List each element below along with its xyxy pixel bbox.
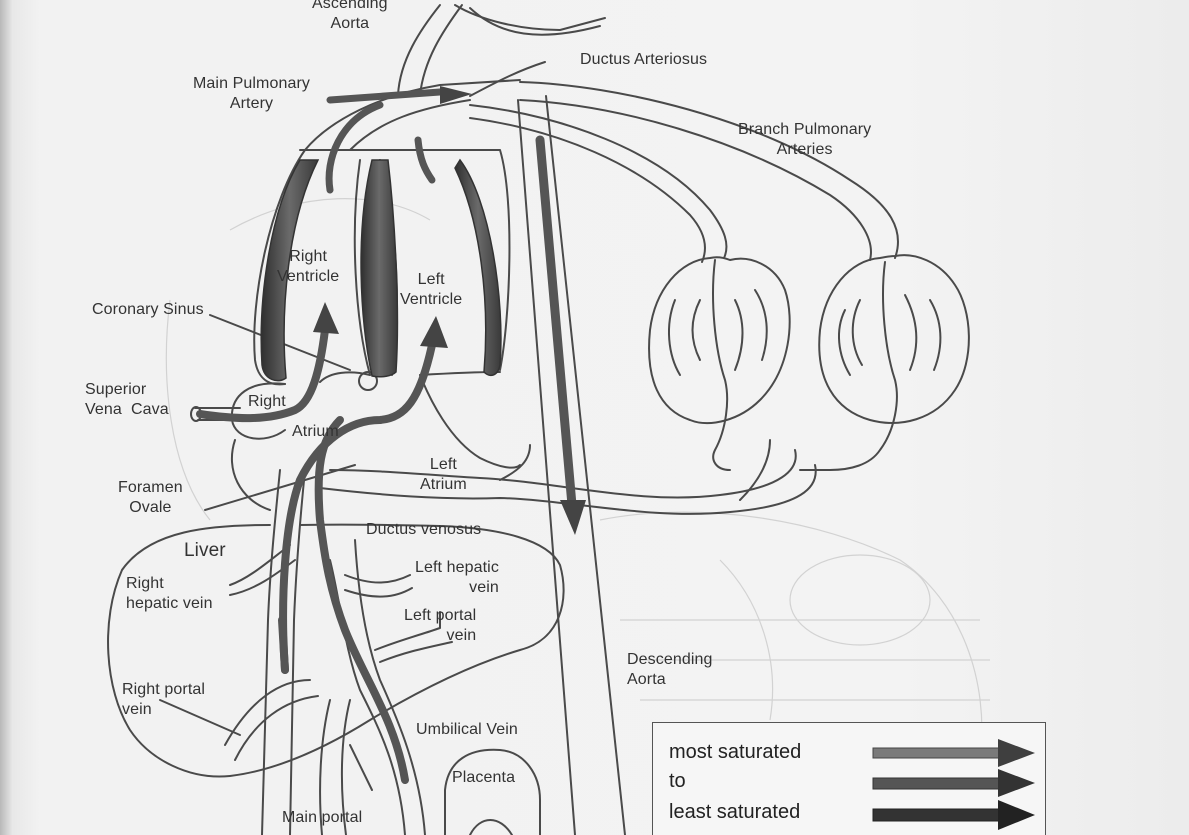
label-foramen-ovale: Foramen Ovale bbox=[118, 478, 183, 518]
label-descending-aorta: Descending Aorta bbox=[627, 650, 713, 690]
label-left-ventricle: Left Ventricle bbox=[400, 270, 462, 310]
label-branch-pulmonary-arteries: Branch Pulmonary Arteries bbox=[738, 120, 871, 160]
ductus-venosus bbox=[330, 560, 405, 835]
branch-pulmonary-artery bbox=[520, 82, 898, 258]
label-placenta: Placenta bbox=[452, 768, 515, 788]
legend-arrow-least-saturated bbox=[873, 809, 1003, 821]
label-right-portal-vein: Right portal vein bbox=[122, 680, 205, 720]
label-main-portal: Main portal bbox=[282, 808, 362, 828]
legend-arrowhead-2 bbox=[998, 769, 1035, 797]
label-ascending-aorta: Ascending Aorta bbox=[312, 0, 388, 34]
saturation-legend: most saturated to least saturated bbox=[652, 722, 1046, 835]
label-left-hepatic-vein: Left hepatic vein bbox=[415, 558, 499, 598]
label-right-ventricle: Right Ventricle bbox=[277, 247, 339, 287]
legend-arrow-most-saturated bbox=[873, 748, 1003, 758]
label-superior-vena-cava: Superior Vena Cava bbox=[85, 380, 169, 420]
label-right-atrium-1: Right bbox=[248, 392, 286, 412]
legend-arrows bbox=[653, 723, 1045, 835]
left-lung bbox=[800, 255, 969, 470]
right-lung bbox=[649, 257, 790, 470]
legend-arrowhead-1 bbox=[998, 739, 1035, 767]
legend-arrowhead-3 bbox=[998, 800, 1035, 830]
right-portal-vein bbox=[225, 680, 310, 745]
placenta bbox=[445, 750, 540, 835]
label-right-hepatic-vein: Right hepatic vein bbox=[126, 574, 213, 614]
label-liver: Liver bbox=[184, 539, 226, 563]
label-right-atrium-2: Atrium bbox=[292, 422, 339, 442]
label-ductus-venosus: Ductus venosus bbox=[366, 520, 481, 540]
legend-arrow-mid bbox=[873, 778, 1003, 789]
label-left-portal-vein: Left portal vein bbox=[404, 606, 476, 646]
label-left-atrium: Left Atrium bbox=[420, 455, 467, 495]
left-atrium bbox=[330, 450, 796, 497]
label-ductus-arteriosus: Ductus Arteriosus bbox=[580, 50, 707, 70]
label-umbilical-vein: Umbilical Vein bbox=[416, 720, 518, 740]
label-coronary-sinus: Coronary Sinus bbox=[92, 300, 204, 320]
label-main-pulmonary-artery: Main Pulmonary Artery bbox=[193, 74, 310, 114]
